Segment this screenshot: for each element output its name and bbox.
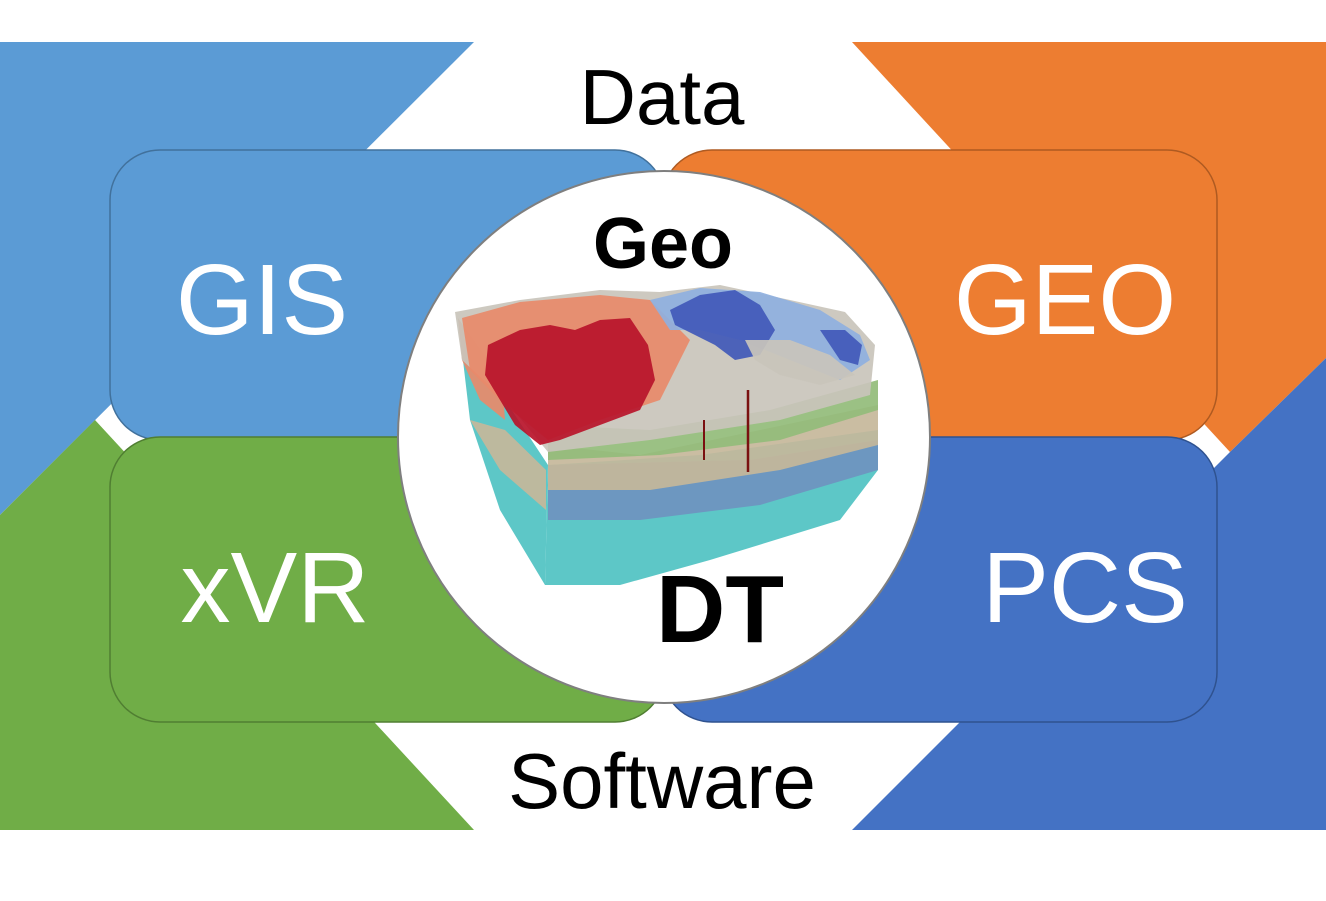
data-label: Data	[580, 53, 745, 141]
gis-label: GIS	[176, 244, 348, 356]
software-label: Software	[508, 737, 816, 825]
center-geo-label: Geo	[593, 204, 733, 284]
center-dt-label: DT	[656, 556, 784, 663]
pcs-label: PCS	[982, 532, 1188, 644]
geo-quadrant-label: GEO	[954, 244, 1176, 356]
geological-model-image	[455, 285, 878, 585]
xvr-label: xVR	[181, 532, 370, 644]
